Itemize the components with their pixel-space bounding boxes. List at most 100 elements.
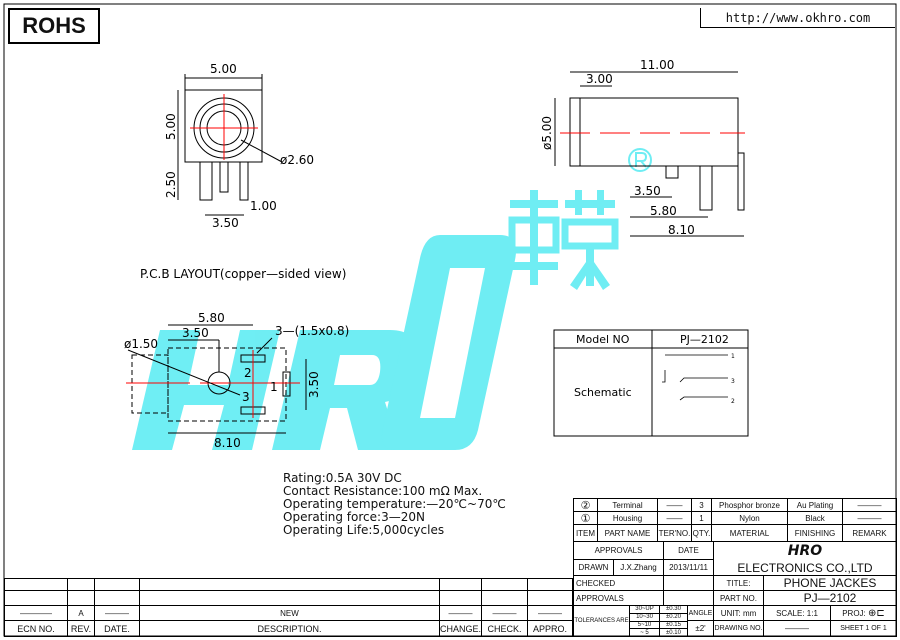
watermark-letter-h [132, 330, 280, 450]
tolerance-range: ~ 5 [630, 629, 660, 637]
dim-d1: 3.50 [634, 184, 661, 198]
website-url: http://www.okhro.com [700, 8, 895, 28]
ecn-header-cell: CHANGE. [440, 621, 482, 637]
bom-header-cell: ITEM [574, 525, 598, 542]
spec-force: Operating force:3—20N [283, 510, 425, 524]
bom-cell: Au Plating [788, 499, 843, 512]
rohs-badge: ROHS [8, 8, 100, 44]
projection-icon: ⊕⊏ [868, 607, 885, 619]
tolerances-label: TOLERANCES ARE [574, 606, 630, 637]
tolerance-range: 30~UP [630, 606, 660, 614]
ecn-header-cell: DATE. [95, 621, 140, 637]
spec-life: Operating Life:5,000cycles [283, 523, 445, 537]
ecn-empty-cell [140, 591, 440, 606]
schematic-label: Schematic [574, 386, 632, 399]
ecn-empty-cell [4, 579, 68, 591]
bom-cell: ——— [843, 499, 897, 512]
ecn-header-cell: CHECK. [482, 621, 528, 637]
pcb-pin-3: 3 [242, 390, 250, 404]
drawing-no-value: ——— [764, 621, 831, 637]
bom-cell: ② [574, 499, 598, 512]
ecn-empty-cell [528, 579, 573, 591]
ecn-empty-cell [68, 579, 95, 591]
dim-flange: 3.00 [586, 72, 613, 86]
dim-diameter: ø5.00 [540, 116, 554, 150]
side-dimensions: 11.00 3.00 ø5.00 3.50 5.80 8.10 [540, 58, 695, 237]
pcb-dim-v350: 3.50 [307, 371, 321, 398]
tolerance-value: ±0.20 [660, 613, 688, 622]
drawing-title: PHONE JACKES [764, 576, 897, 591]
checked-date [664, 576, 714, 591]
company-logo: HRO [714, 542, 897, 560]
dim-d2: 5.80 [650, 204, 677, 218]
pcb-dim-pads: 3—(1.5x0.8) [275, 324, 349, 338]
schematic-pin-1: 1 [731, 353, 735, 360]
bom-header-cell: QTY. [692, 525, 712, 542]
schematic-pin-2: 2 [731, 398, 735, 405]
pcb-dim-350: 3.50 [182, 326, 209, 340]
projection-symbol: PROJ: ⊕⊏ [831, 606, 897, 621]
ecn-empty-cell [140, 579, 440, 591]
pcb-dim-hole: ø1.50 [124, 337, 158, 351]
pcb-dimensions: 5.80 3.50 ø1.50 3—(1.5x0.8) 2 1 3 3.50 8… [124, 311, 349, 450]
company-name: ELECTRONICS CO.,LTD [714, 560, 897, 576]
ecn-row-cell: ——— [95, 606, 140, 621]
bom-header-cell: TER'NO. [658, 525, 692, 542]
bom-cell: Black [788, 512, 843, 525]
drawing-no-label: DRAWING NO. [714, 621, 764, 637]
ecn-empty-cell [440, 579, 482, 591]
bom-cell: Nylon [712, 512, 788, 525]
ecn-empty-cell [4, 591, 68, 606]
front-view [177, 74, 283, 216]
watermark-logo [132, 148, 652, 450]
ecn-table: ————A———NEW—————————ECN NO.REV.DATE.DESC… [4, 578, 573, 637]
tolerance-range: 10~30 [630, 613, 660, 622]
checked-label: CHECKED [574, 576, 664, 591]
ecn-row-cell: ——— [482, 606, 528, 621]
drawn-label: DRAWN [574, 560, 614, 576]
spec-resistance: Contact Resistance:100 mΩ Max. [283, 484, 483, 498]
ecn-empty-cell [95, 579, 140, 591]
dim-length: 11.00 [640, 58, 674, 72]
bom-header-cell: FINISHING [788, 525, 843, 542]
schematic-pin-3: 3 [731, 378, 735, 385]
approvals-label: APPROVALS [574, 591, 664, 606]
ecn-header-cell: ECN NO. [4, 621, 68, 637]
title-label: TITLE: [714, 576, 764, 591]
tolerance-value: ±0.15 [660, 621, 688, 630]
ecn-empty-cell [440, 591, 482, 606]
ecn-header-cell: REV. [68, 621, 95, 637]
bom-header-cell: REMARK [843, 525, 897, 542]
bom-header-cell: PART NAME [598, 525, 658, 542]
bom-cell: 1 [692, 512, 712, 525]
pcb-title: P.C.B LAYOUT(copper—sided view) [140, 267, 346, 281]
ecn-row-cell: ———— [4, 606, 68, 621]
ecn-empty-cell [528, 591, 573, 606]
proj-label: PROJ: [842, 608, 866, 618]
spec-temperature: Operating temperature:—20℃~70℃ [283, 497, 506, 511]
ecn-empty-cell [68, 591, 95, 606]
ecn-header-cell: APPRO. [528, 621, 573, 637]
drawn-by: J.X.Zhang [614, 560, 664, 576]
angle-label: ANGLE [688, 606, 714, 621]
dim-pin: 2.50 [164, 171, 178, 198]
bom-cell: ① [574, 512, 598, 525]
ecn-row-cell: A [68, 606, 95, 621]
spec-rating: Rating:0.5A 30V DC [283, 471, 402, 485]
ecn-empty-cell [482, 579, 528, 591]
date-header: DATE [664, 542, 714, 560]
watermark-letter-o [381, 235, 516, 450]
bom-cell: —— [658, 499, 692, 512]
registered-mark [628, 148, 652, 172]
pcb-layout [126, 324, 307, 434]
ecn-empty-cell [482, 591, 528, 606]
pcb-pin-2: 2 [244, 366, 252, 380]
schematic-text: Model NO PJ—2102 Schematic 1 3 2 [574, 333, 735, 405]
ecn-row-cell: ——— [440, 606, 482, 621]
model-label: Model NO [576, 333, 630, 346]
ecn-row-cell: NEW [140, 606, 440, 621]
bom-cell: 3 [692, 499, 712, 512]
